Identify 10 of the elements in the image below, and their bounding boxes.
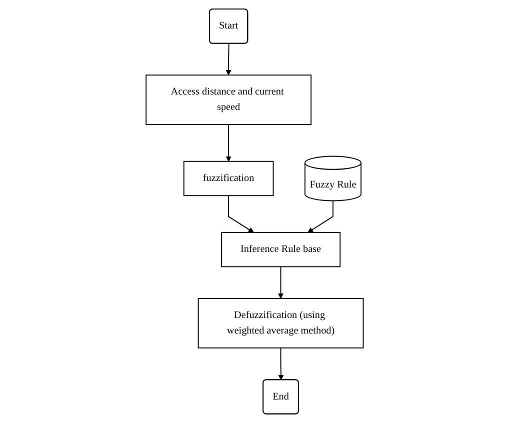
arrow (226, 43, 232, 76)
arrow (228, 195, 254, 233)
node-box: fuzzification (184, 160, 274, 196)
arrow (308, 200, 334, 233)
arrow (278, 347, 284, 380)
node-box: Access distance and current speed (146, 74, 312, 126)
node-box: Defuzzification (using weighted average method) (198, 298, 364, 348)
arrow (226, 124, 232, 162)
arrow (278, 266, 284, 299)
node-box: Inference Rule base (221, 232, 341, 268)
